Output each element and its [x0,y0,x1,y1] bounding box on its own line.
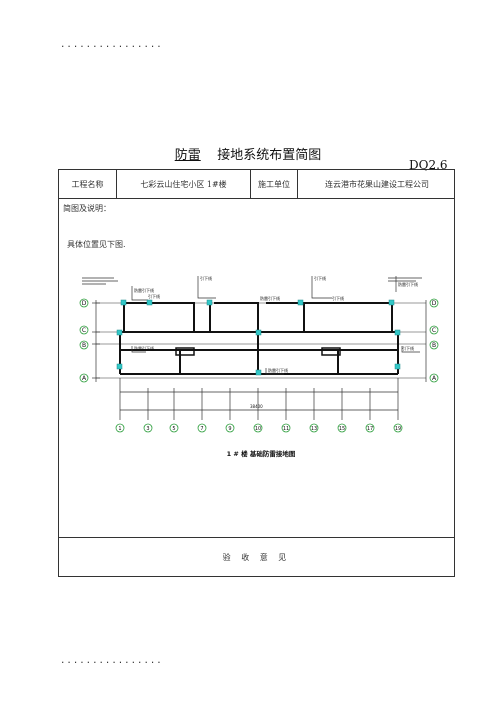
grounding-plan-drawing: D C B A D C B A 1 3 5 7 9 10 11 13 15 [79,275,439,458]
downlead-label: 引下线 [314,275,326,281]
axis-label-left-b: B [82,342,86,349]
footer-dots: ................ [60,656,163,666]
divider-line [59,537,454,538]
construction-unit-value: 连云港市花果山建设工程公司 [325,179,429,189]
header-dots: ................ [60,40,163,50]
project-name-label: 工程名称 [59,170,117,198]
downlead-label: 引下线 [200,275,212,281]
page-title: 防雷 接地系统布置简图 [0,144,496,163]
downlead-label: 引下线 [148,293,160,299]
title-main-part: 接地系统布置简图 [217,148,322,163]
project-name-value: 七彩云山住宅小区 1#楼 [117,170,251,198]
dimension-total: 38400 [250,404,263,409]
axis-label-col-10: 10 [255,426,261,432]
drawing-caption: 1 # 楼 基础防雷接地图 [227,449,296,458]
axis-label-right-c: C [432,327,436,334]
axis-label-left-d: D [82,300,87,307]
axis-label-right-b: B [432,342,436,349]
axis-label-col-15: 15 [339,426,345,432]
info-row: 工程名称 七彩云山住宅小区 1#楼 施工单位 连云港市花果山建设工程公司 [59,170,454,199]
document-code: DQ2.6 [409,158,448,172]
axis-label-col-13: 13 [311,426,317,432]
downlead-label: 防雷引下线 [260,295,280,301]
axis-label-col-7: 7 [200,426,203,432]
downlead-label: 引下线 [402,345,414,351]
downlead-label: 防雷引下线 [134,345,154,351]
downlead-label: 防雷引下线 [134,287,154,293]
acceptance-opinion-label: 验 收 意 见 [222,552,291,562]
axis-label-col-9: 9 [228,426,231,432]
axis-label-col-1: 1 [118,426,121,432]
form-frame: 工程名称 七彩云山住宅小区 1#楼 施工单位 连云港市花果山建设工程公司 简图及… [58,169,455,577]
downlead-label: 引下线 [332,295,344,301]
downlead-label: 防雷引下线 [268,367,288,373]
axis-label-left-c: C [82,327,86,334]
diagram-notes-text: 具体位置见下图. [67,240,126,249]
axis-label-right-d: D [432,300,437,307]
axis-label-col-19: 19 [395,426,401,432]
axis-label-right-a: A [432,375,437,382]
diagram-notes-label: 简图及说明： [63,204,111,213]
construction-unit-label: 施工单位 [251,170,298,198]
axis-label-col-3: 3 [146,426,149,432]
title-underlined-part: 防雷 [174,148,201,163]
axis-label-col-5: 5 [172,426,175,432]
axis-label-col-17: 17 [367,426,373,432]
axis-label-col-11: 11 [283,426,289,432]
downlead-label: 防雷引下线 [398,281,418,287]
axis-label-left-a: A [82,375,87,382]
